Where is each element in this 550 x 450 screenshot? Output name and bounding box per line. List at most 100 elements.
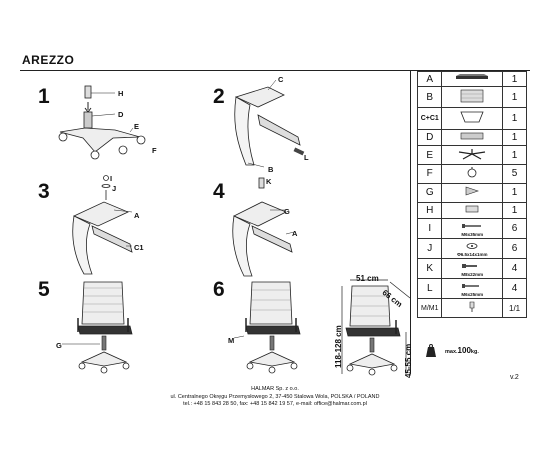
- dimension-seat-height: 45-55 cm: [404, 343, 413, 378]
- step-4-number: 4: [213, 180, 225, 203]
- part-d-icon: [441, 128, 504, 147]
- max-weight-value: 100: [457, 346, 471, 355]
- part-letter: G: [416, 182, 443, 203]
- max-weight: max.100kg.: [445, 346, 479, 355]
- max-weight-prefix: max.: [445, 349, 458, 355]
- step-3-number: 3: [38, 180, 50, 203]
- step-6-number: 6: [213, 278, 225, 301]
- part-letter: J: [416, 238, 443, 260]
- max-weight-unit: kg.: [470, 349, 479, 355]
- part-qty: 1: [502, 107, 527, 130]
- step-1-label-h: H: [118, 89, 124, 98]
- step-4-label-a: A: [292, 229, 298, 238]
- part-l-icon: M6x25mm: [441, 278, 504, 300]
- header-divider: [20, 70, 530, 71]
- part-qty: 4: [502, 278, 527, 300]
- table-row: J Φ6.5x14x1mm 6: [416, 238, 527, 260]
- step-4-label-g: G: [284, 207, 290, 216]
- footer: HALMAR Sp. z o.o. ul. Centralnego Okręgu…: [0, 386, 550, 409]
- part-qty: 5: [502, 163, 527, 184]
- footer-address: ul. Centralnego Okręgu Przemysłowego 2, …: [170, 393, 380, 400]
- part-letter: H: [416, 201, 443, 220]
- part-letter: E: [416, 145, 443, 165]
- dimension-height: 118-128 cm: [334, 325, 343, 368]
- table-row: I M6x35mm 6: [416, 218, 527, 240]
- part-qty: 1: [502, 145, 527, 165]
- step-1-label-f: F: [152, 146, 157, 155]
- table-row: L M6x25mm 4: [416, 278, 527, 300]
- part-a-icon: [441, 70, 504, 88]
- part-e-icon: [441, 145, 504, 165]
- step-2-number: 2: [213, 85, 225, 108]
- step-1-number: 1: [38, 85, 50, 108]
- part-qty: 4: [502, 258, 527, 280]
- parts-divider: [410, 70, 411, 374]
- table-row: A 1: [416, 70, 527, 88]
- part-letter: K: [416, 258, 443, 280]
- part-qty: 1: [502, 70, 527, 88]
- parts-table: A 1 B 1 C+C1 1 D 1 E 1 F 5 G 1 H 1 I M6x…: [416, 70, 527, 318]
- part-j-icon: Φ6.5x14x1mm: [441, 238, 504, 260]
- part-m-icon: [441, 298, 504, 318]
- dimension-chair-illustration: [341, 279, 411, 376]
- part-b-icon: [441, 86, 504, 109]
- step-1-label-e: E: [134, 122, 140, 131]
- weight-icon: [426, 344, 436, 357]
- step-4-illustration: [232, 177, 295, 277]
- part-letter: I: [416, 218, 443, 240]
- part-letter: A: [416, 70, 443, 88]
- table-row: G 1: [416, 182, 527, 203]
- table-row: B 1: [416, 86, 527, 109]
- step-3-label-j: J: [112, 184, 117, 193]
- part-qty: 1: [502, 182, 527, 203]
- table-row: C+C1 1: [416, 107, 527, 130]
- step-6-illustration: [233, 281, 301, 374]
- part-letter: F: [416, 163, 443, 184]
- part-letter: D: [416, 128, 443, 147]
- footer-company: HALMAR Sp. z o.o.: [251, 386, 299, 392]
- part-h-icon: [441, 201, 504, 220]
- step-2-label-l: L: [304, 153, 309, 162]
- part-k-spec: M8x22mm: [461, 271, 484, 277]
- step-5-illustration: [62, 281, 133, 374]
- part-c-icon: [441, 107, 504, 130]
- part-qty: 1: [502, 201, 527, 220]
- step-2-label-b: B: [268, 165, 274, 174]
- version-label: v.2: [510, 374, 519, 381]
- step-3-label-c1: C1: [134, 243, 144, 252]
- table-row: E 1: [416, 145, 527, 165]
- table-row: F 5: [416, 163, 527, 184]
- step-1-illustration: [58, 85, 146, 160]
- step-4-label-k: K: [266, 177, 272, 186]
- part-qty: 1/1: [502, 298, 527, 318]
- page-title: AREZZO: [22, 53, 75, 67]
- part-letter: M/M1: [416, 298, 443, 318]
- step-3-label-i: I: [110, 174, 113, 183]
- part-j-spec: Φ6.5x14x1mm: [457, 251, 488, 257]
- part-f-icon: [441, 163, 504, 184]
- table-row: K M8x22mm 4: [416, 258, 527, 280]
- step-3-label-a: A: [134, 211, 140, 220]
- step-2-label-c: C: [278, 75, 284, 84]
- part-k-icon: M8x22mm: [441, 258, 504, 280]
- part-l-spec: M6x25mm: [461, 291, 484, 297]
- step-2-illustration: [234, 79, 305, 168]
- table-row: H 1: [416, 201, 527, 220]
- part-g-icon: [441, 182, 504, 203]
- part-qty: 1: [502, 128, 527, 147]
- part-letter: C+C1: [416, 107, 443, 130]
- part-letter: L: [416, 278, 443, 300]
- step-3-illustration: [72, 175, 133, 275]
- part-qty: 6: [502, 238, 527, 260]
- part-qty: 6: [502, 218, 527, 240]
- table-row: D 1: [416, 128, 527, 147]
- dimension-width: 51 cm: [356, 274, 379, 283]
- part-i-spec: M6x35mm: [461, 231, 484, 237]
- part-i-icon: M6x35mm: [441, 218, 504, 240]
- footer-contact: tel.: +48 15 843 28 50, fax: +48 15 842 …: [183, 401, 367, 407]
- step-5-label-g: G: [56, 341, 62, 350]
- table-row: M/M1 1/1: [416, 298, 527, 318]
- step-6-label-m: M: [228, 336, 235, 345]
- part-letter: B: [416, 86, 443, 109]
- step-1-label-d: D: [118, 110, 124, 119]
